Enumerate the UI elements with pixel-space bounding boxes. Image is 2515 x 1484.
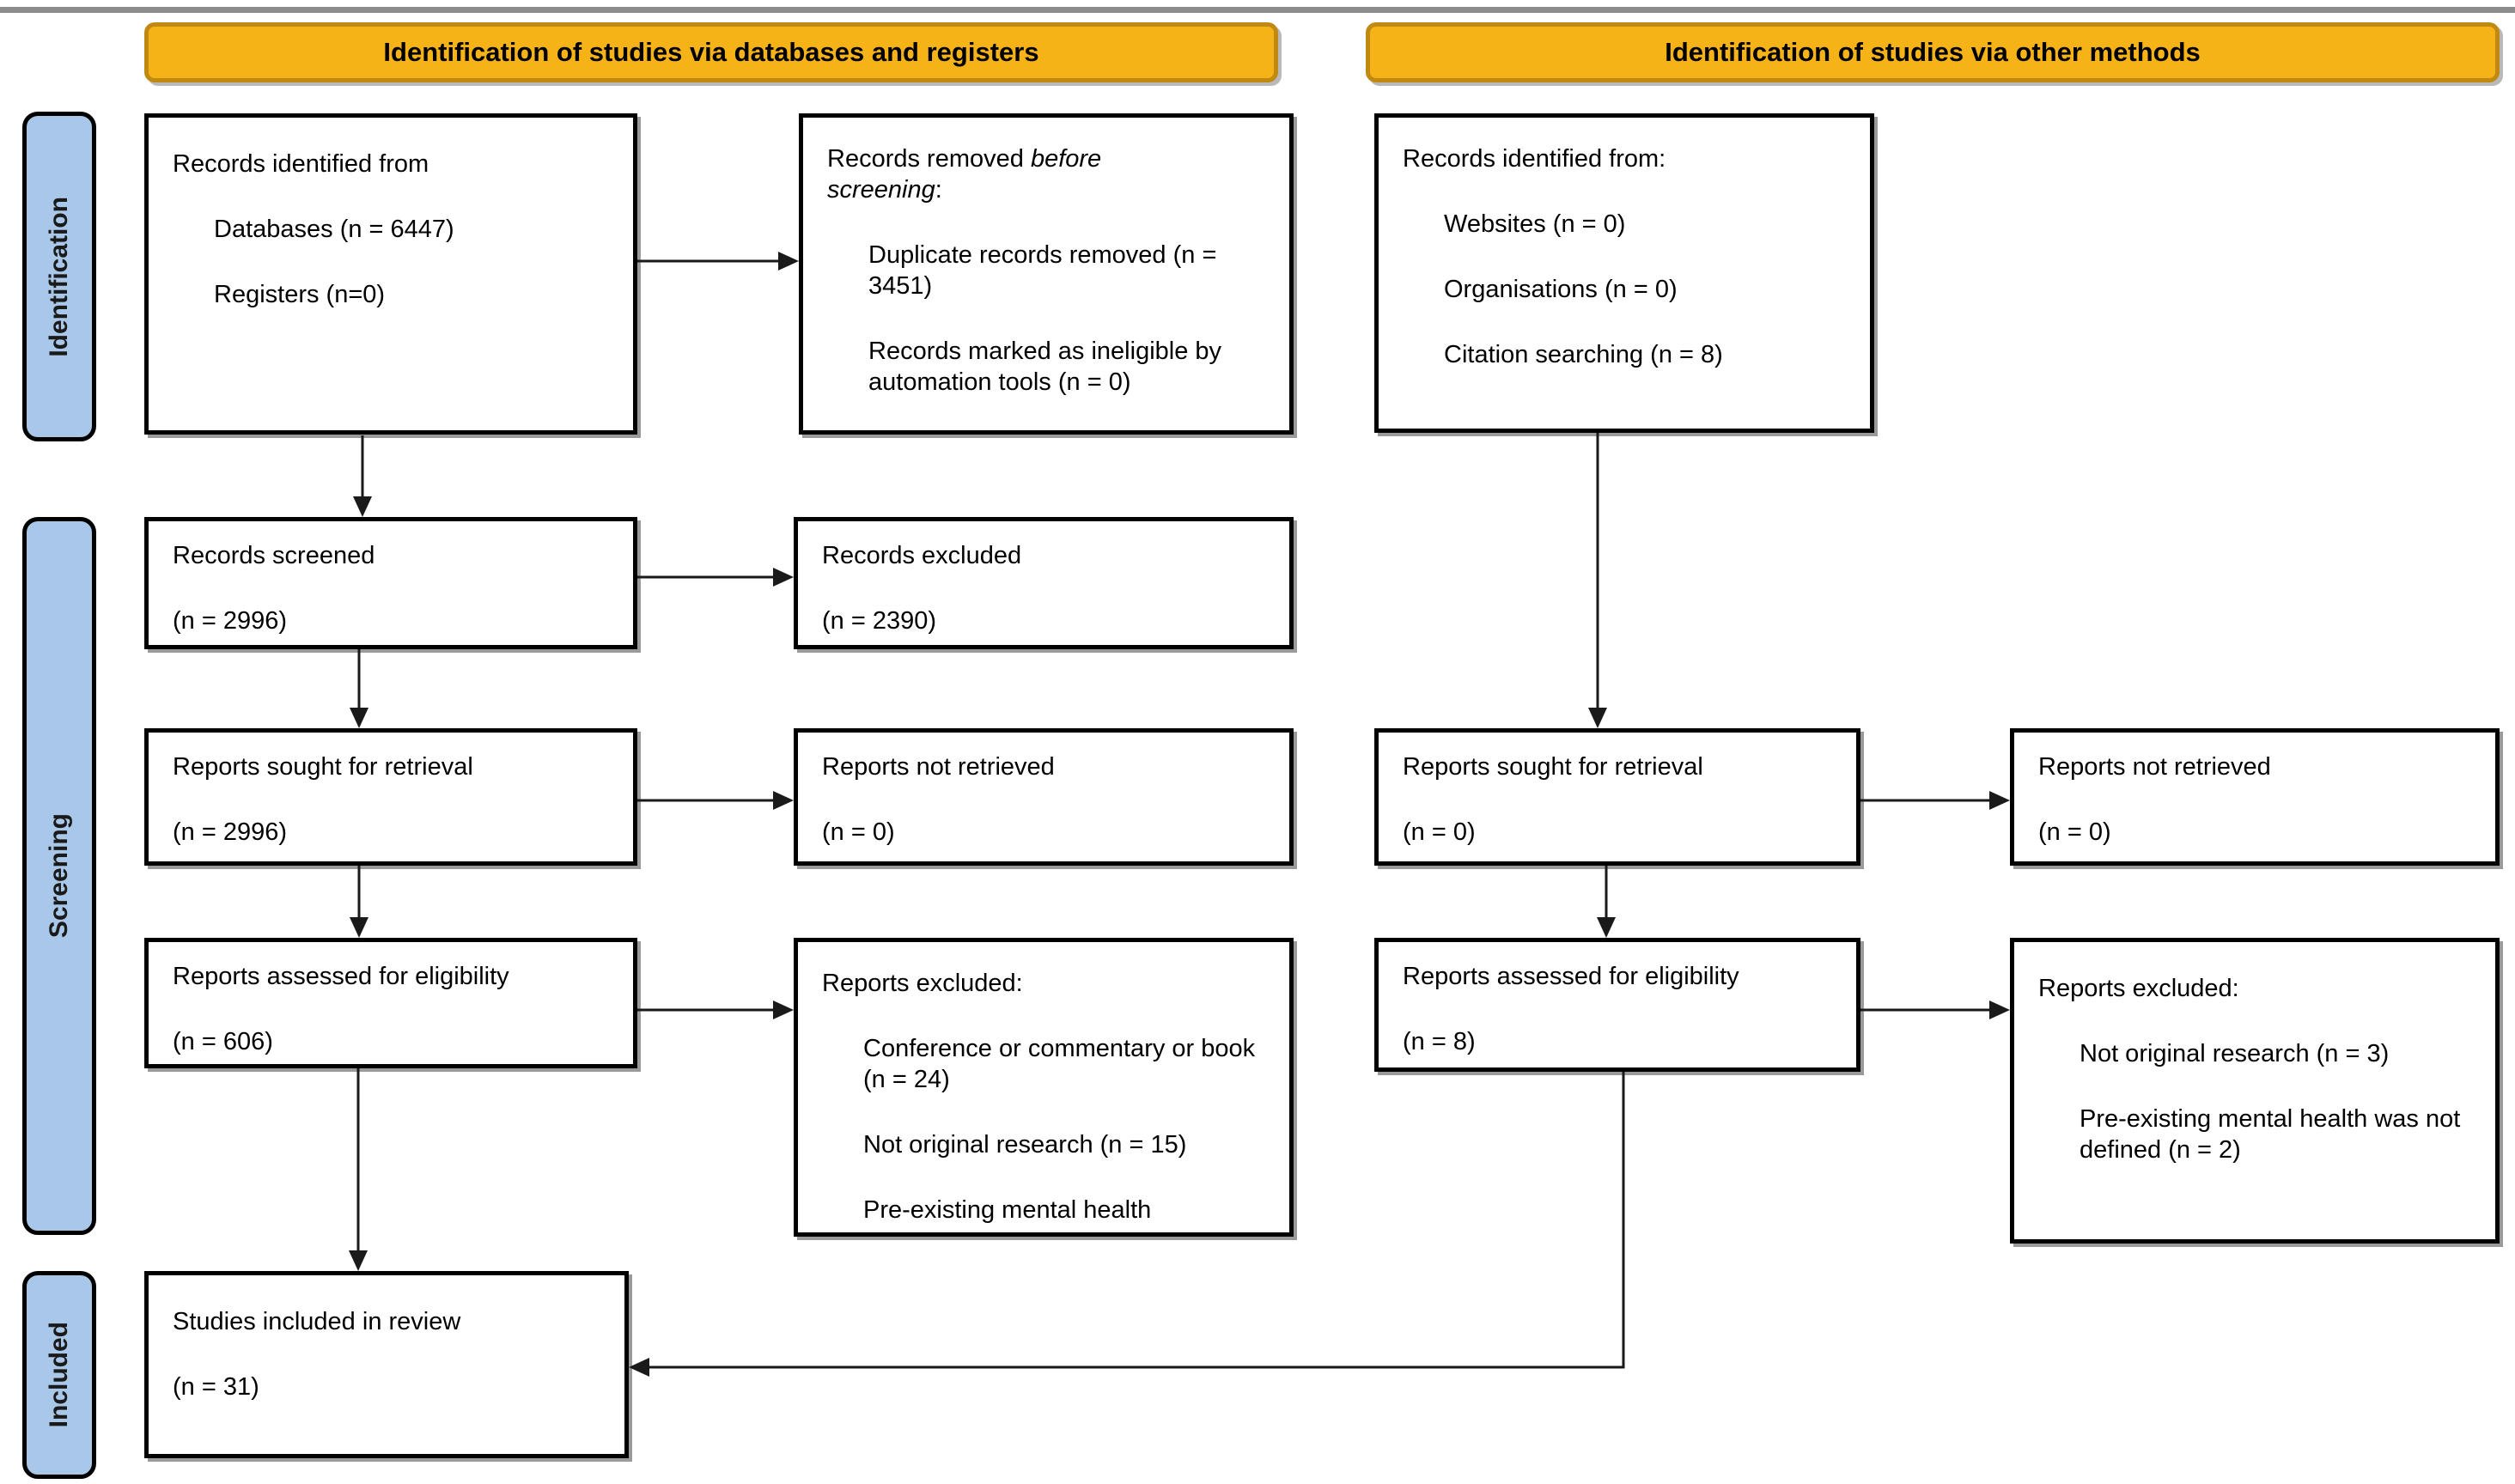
stage-label-text: Identification (45, 196, 73, 357)
title-fragment-italic: screening (827, 176, 935, 204)
box-title: Reports assessed for eligibility (1403, 963, 1739, 990)
box-count: (n = 2390) (822, 607, 937, 635)
box-title: Reports excluded: (2038, 975, 2239, 1002)
box-title: Records removed before screening: (827, 143, 1265, 205)
box-count: (n = 31) (173, 1373, 259, 1401)
box-item: Not original research (n = 3) (2080, 1040, 2390, 1067)
box-count: (n = 606) (173, 1028, 273, 1055)
arrow-identified-to-removed (637, 252, 799, 271)
box-item: Databases (n = 6447) (214, 216, 454, 243)
arrow-sought-to-assessed (350, 866, 368, 938)
box-reports-not-retrieved-other: Reports not retrieved (n = 0) (2010, 728, 2500, 866)
box-count: (n = 0) (822, 818, 895, 846)
banner-databases-registers: Identification of studies via databases … (144, 22, 1278, 82)
box-title: Studies included in review (173, 1308, 461, 1335)
arrow-identified-to-screened (353, 435, 372, 517)
box-title: Reports sought for retrieval (1403, 753, 1703, 781)
banner-label: Identification of studies via other meth… (1665, 37, 2201, 67)
stage-screening: Screening (22, 517, 96, 1235)
box-item: Citation searching (n = 8) (1444, 341, 1723, 368)
box-reports-sought-other: Reports sought for retrieval (n = 0) (1374, 728, 1860, 866)
box-title: Reports not retrieved (2038, 753, 2271, 781)
box-title: Reports assessed for eligibility (173, 963, 509, 990)
arrow-screened-to-sought (350, 649, 368, 728)
title-fragment: : (935, 176, 942, 204)
box-item: Conference or commentary or book (n = 24… (863, 1035, 1256, 1093)
stage-included: Included (22, 1271, 96, 1479)
box-item: Pre-existing mental health (863, 1196, 1152, 1224)
arrow-other-assessed-to-excluded (1860, 1000, 2010, 1019)
figure-top-rule (0, 7, 2515, 13)
box-studies-included: Studies included in review (n = 31) (144, 1271, 629, 1458)
arrow-assessed-to-excluded (637, 1000, 794, 1019)
stage-label-text: Screening (45, 813, 73, 939)
box-title: Records identified from: (1403, 145, 1666, 173)
box-records-removed-before-screening: Records removed before screening: Duplica… (799, 113, 1294, 435)
box-item: Websites (n = 0) (1444, 210, 1626, 238)
box-records-identified-other: Records identified from: Websites (n = 0… (1374, 113, 1874, 433)
banner-label: Identification of studies via databases … (383, 37, 1039, 67)
box-count: (n = 0) (1403, 818, 1476, 846)
box-title: Reports excluded: (822, 970, 1023, 997)
arrow-sought-to-not-retrieved (637, 791, 794, 810)
box-item: Not original research (n = 15) (863, 1131, 1187, 1159)
box-reports-excluded-other: Reports excluded: Not original research … (2010, 938, 2500, 1244)
title-fragment: Records removed (827, 145, 1031, 173)
arrow-screened-to-excluded (637, 568, 794, 587)
box-item: Pre-existing mental health was not defin… (2080, 1105, 2461, 1164)
stage-label-text: Included (45, 1322, 73, 1428)
box-title: Records excluded (822, 542, 1022, 569)
box-item: Duplicate records removed (n = 3451) (868, 241, 1217, 300)
box-reports-sought-databases: Reports sought for retrieval (n = 2996) (144, 728, 637, 866)
box-records-excluded: Records excluded (n = 2390) (794, 517, 1294, 649)
box-title: Reports sought for retrieval (173, 753, 473, 781)
title-fragment-italic: before (1030, 145, 1102, 173)
box-count: (n = 0) (2038, 818, 2111, 846)
box-item: Records marked as ineligible by automati… (868, 338, 1222, 396)
box-count: (n = 2996) (173, 607, 288, 635)
box-reports-assessed-databases: Reports assessed for eligibility (n = 60… (144, 938, 637, 1068)
box-title: Records screened (173, 542, 375, 569)
banner-other-methods: Identification of studies via other meth… (1366, 22, 2500, 82)
box-title: Reports not retrieved (822, 753, 1055, 781)
arrow-other-sought-to-assessed (1597, 866, 1616, 938)
box-count: (n = 8) (1403, 1028, 1476, 1055)
stage-identification: Identification (22, 112, 96, 441)
box-reports-excluded-databases: Reports excluded: Conference or commenta… (794, 938, 1294, 1237)
box-count: (n = 2996) (173, 818, 288, 846)
box-records-identified-databases: Records identified from Databases (n = 6… (144, 113, 637, 435)
arrow-other-identified-to-sought (1588, 433, 1607, 728)
box-title: Records identified from (173, 150, 429, 178)
arrow-assessed-to-included (349, 1068, 368, 1271)
box-reports-assessed-other: Reports assessed for eligibility (n = 8) (1374, 938, 1860, 1072)
box-item: Organisations (n = 0) (1444, 276, 1678, 303)
box-item: Registers (n=0) (214, 281, 386, 308)
box-reports-not-retrieved-databases: Reports not retrieved (n = 0) (794, 728, 1294, 866)
arrow-other-sought-to-not-retrieved (1860, 791, 2010, 810)
box-records-screened: Records screened (n = 2996) (144, 517, 637, 649)
